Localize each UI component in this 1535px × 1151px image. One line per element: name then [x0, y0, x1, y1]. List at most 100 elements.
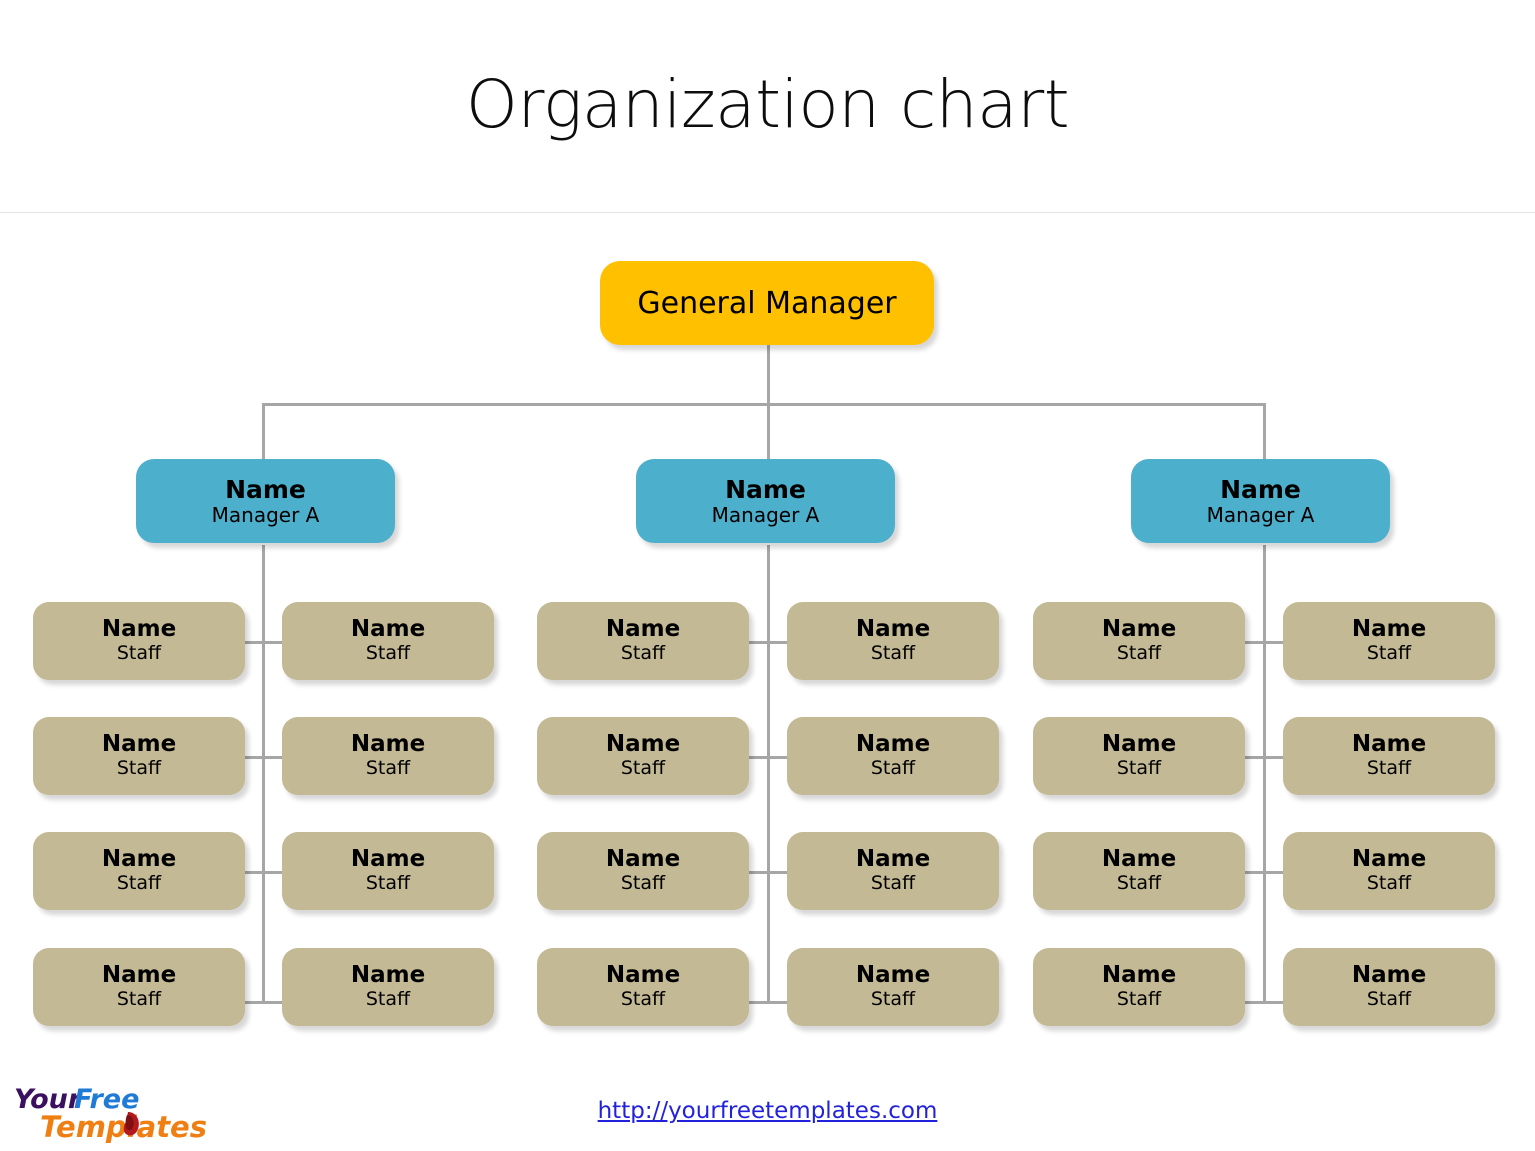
- staff-role: Staff: [620, 756, 666, 779]
- logo-word-free: Free: [74, 1084, 139, 1115]
- node-staff-c1-r3-left[interactable]: Name Staff: [33, 832, 245, 910]
- node-staff-c3-r4-left[interactable]: Name Staff: [1033, 948, 1245, 1026]
- staff-role: Staff: [1366, 987, 1412, 1010]
- node-staff-c3-r2-right[interactable]: Name Staff: [1283, 717, 1495, 795]
- node-staff-c1-r4-right[interactable]: Name Staff: [282, 948, 494, 1026]
- node-staff-c2-r1-right[interactable]: Name Staff: [787, 602, 999, 680]
- logo-ribbon-shadow: [125, 1115, 134, 1131]
- staff-name: Name: [605, 731, 681, 758]
- staff-name: Name: [1351, 846, 1427, 873]
- connector-branch-c3-r2: [1244, 756, 1286, 759]
- staff-name: Name: [855, 731, 931, 758]
- node-staff-c3-r1-right[interactable]: Name Staff: [1283, 602, 1495, 680]
- staff-role: Staff: [365, 987, 411, 1010]
- staff-role: Staff: [620, 641, 666, 664]
- page-title: Organization chart: [465, 66, 1070, 143]
- connector-drop-manager-1: [262, 403, 265, 460]
- connector-drop-manager-2: [767, 403, 770, 460]
- connector-drop-manager-3: [1263, 403, 1266, 460]
- connector-branch-c1-r3: [243, 871, 285, 874]
- logo-word-your: Your: [14, 1084, 83, 1115]
- staff-name: Name: [1101, 846, 1177, 873]
- staff-role: Staff: [1116, 987, 1162, 1010]
- node-staff-c1-r2-right[interactable]: Name Staff: [282, 717, 494, 795]
- node-staff-c2-r4-right[interactable]: Name Staff: [787, 948, 999, 1026]
- connector-branch-c1-r2: [243, 756, 285, 759]
- staff-role: Staff: [1116, 756, 1162, 779]
- node-staff-c3-r3-left[interactable]: Name Staff: [1033, 832, 1245, 910]
- node-staff-c2-r2-left[interactable]: Name Staff: [537, 717, 749, 795]
- node-staff-c2-r3-left[interactable]: Name Staff: [537, 832, 749, 910]
- staff-name: Name: [1351, 731, 1427, 758]
- staff-role: Staff: [870, 756, 916, 779]
- node-staff-c2-r4-left[interactable]: Name Staff: [537, 948, 749, 1026]
- staff-name: Name: [605, 616, 681, 643]
- node-staff-c2-r2-right[interactable]: Name Staff: [787, 717, 999, 795]
- staff-role: Staff: [116, 987, 162, 1010]
- manager-2-role: Manager A: [711, 502, 820, 527]
- connector-branch-c2-r2: [748, 756, 790, 759]
- staff-role: Staff: [365, 641, 411, 664]
- staff-name: Name: [101, 962, 177, 989]
- connector-branch-c1-r4: [243, 1001, 285, 1004]
- logo-artwork: Your Free Templates: [14, 1084, 207, 1144]
- connector-manager-bus: [262, 403, 1266, 406]
- staff-role: Staff: [116, 641, 162, 664]
- connector-branch-c1-r1: [243, 641, 285, 644]
- node-staff-c1-r4-left[interactable]: Name Staff: [33, 948, 245, 1026]
- node-staff-c2-r3-right[interactable]: Name Staff: [787, 832, 999, 910]
- staff-role: Staff: [116, 756, 162, 779]
- staff-name: Name: [605, 962, 681, 989]
- node-staff-c1-r2-left[interactable]: Name Staff: [33, 717, 245, 795]
- node-staff-c3-r2-left[interactable]: Name Staff: [1033, 717, 1245, 795]
- node-manager-1[interactable]: Name Manager A: [136, 459, 395, 543]
- connector-spine-col-1: [262, 545, 265, 1003]
- staff-name: Name: [1351, 616, 1427, 643]
- node-staff-c1-r1-right[interactable]: Name Staff: [282, 602, 494, 680]
- node-staff-c1-r3-right[interactable]: Name Staff: [282, 832, 494, 910]
- node-staff-c1-r1-left[interactable]: Name Staff: [33, 602, 245, 680]
- staff-role: Staff: [1366, 756, 1412, 779]
- connector-branch-c2-r3: [748, 871, 790, 874]
- footer-url-wrap: http://yourfreetemplates.com: [0, 1098, 1535, 1124]
- connector-gm-stem: [767, 345, 770, 405]
- connector-branch-c3-r1: [1244, 641, 1286, 644]
- yourfreetemplates-logo: Your Free Templates: [10, 1082, 250, 1144]
- connector-branch-c3-r4: [1244, 1001, 1286, 1004]
- staff-name: Name: [1101, 616, 1177, 643]
- node-manager-3[interactable]: Name Manager A: [1131, 459, 1390, 543]
- node-manager-2[interactable]: Name Manager A: [636, 459, 895, 543]
- staff-name: Name: [1351, 962, 1427, 989]
- manager-3-name: Name: [1220, 474, 1301, 504]
- connector-branch-c2-r1: [748, 641, 790, 644]
- node-staff-c3-r1-left[interactable]: Name Staff: [1033, 602, 1245, 680]
- staff-name: Name: [855, 962, 931, 989]
- title-divider: [0, 212, 1535, 213]
- connector-branch-c3-r3: [1244, 871, 1286, 874]
- staff-name: Name: [350, 962, 426, 989]
- staff-name: Name: [101, 846, 177, 873]
- node-general-manager[interactable]: General Manager: [600, 261, 934, 345]
- footer-url-link[interactable]: http://yourfreetemplates.com: [597, 1098, 938, 1124]
- connector-spine-col-3: [1263, 545, 1266, 1003]
- staff-role: Staff: [1116, 641, 1162, 664]
- staff-role: Staff: [870, 871, 916, 894]
- connector-branch-c2-r4: [748, 1001, 790, 1004]
- node-staff-c2-r1-left[interactable]: Name Staff: [537, 602, 749, 680]
- staff-name: Name: [350, 616, 426, 643]
- node-staff-c3-r4-right[interactable]: Name Staff: [1283, 948, 1495, 1026]
- staff-name: Name: [605, 846, 681, 873]
- staff-role: Staff: [1116, 871, 1162, 894]
- staff-name: Name: [855, 846, 931, 873]
- general-manager-label: General Manager: [637, 285, 897, 321]
- connector-spine-col-2: [767, 545, 770, 1003]
- staff-role: Staff: [620, 871, 666, 894]
- staff-name: Name: [1101, 731, 1177, 758]
- staff-role: Staff: [365, 871, 411, 894]
- manager-3-role: Manager A: [1206, 502, 1315, 527]
- staff-role: Staff: [116, 871, 162, 894]
- staff-role: Staff: [1366, 641, 1412, 664]
- node-staff-c3-r3-right[interactable]: Name Staff: [1283, 832, 1495, 910]
- manager-1-role: Manager A: [211, 502, 320, 527]
